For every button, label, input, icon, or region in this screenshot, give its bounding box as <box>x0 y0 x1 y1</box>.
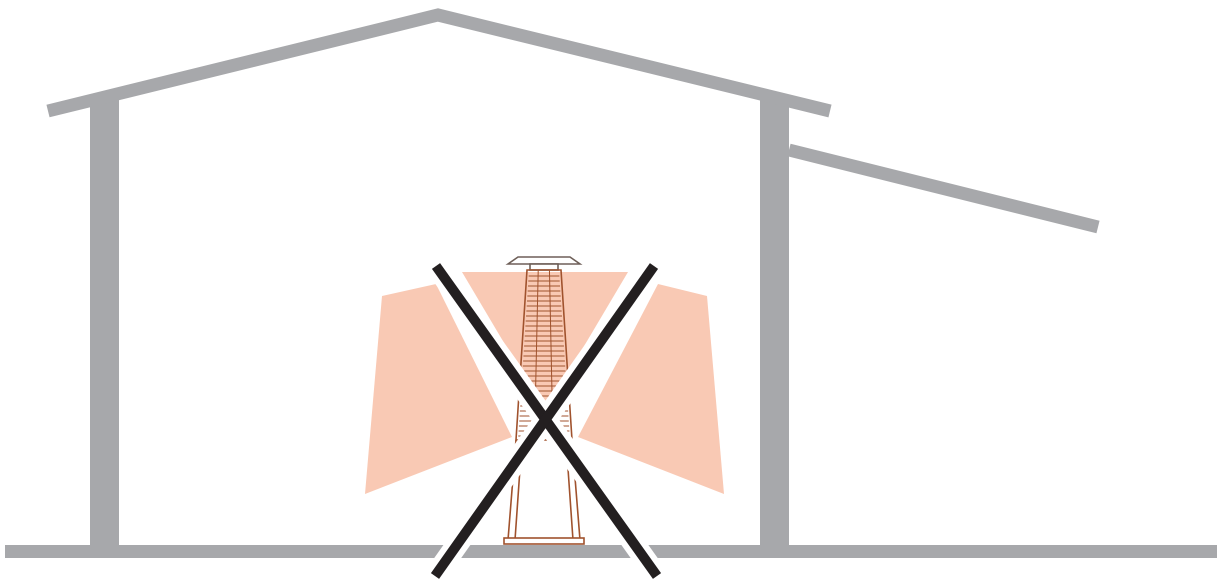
heater-foot <box>503 537 585 545</box>
heat-zone-center <box>462 272 628 412</box>
heat-zone-left <box>365 284 512 494</box>
lean-to-roof-icon <box>787 143 1100 234</box>
heat-zone-right <box>578 284 724 494</box>
right-wall <box>760 100 789 548</box>
heater-burner <box>529 263 559 271</box>
ground-line <box>5 545 1217 558</box>
roof <box>46 8 832 118</box>
heater-base <box>507 439 581 541</box>
lean-to-roof-line <box>787 143 1100 234</box>
left-wall <box>90 100 119 548</box>
cross-line-2 <box>430 263 659 579</box>
heater-cap <box>505 256 583 265</box>
house-icon <box>5 8 1217 558</box>
prohibited-x-icon <box>426 259 666 583</box>
heat-radiation-icon <box>365 272 724 494</box>
